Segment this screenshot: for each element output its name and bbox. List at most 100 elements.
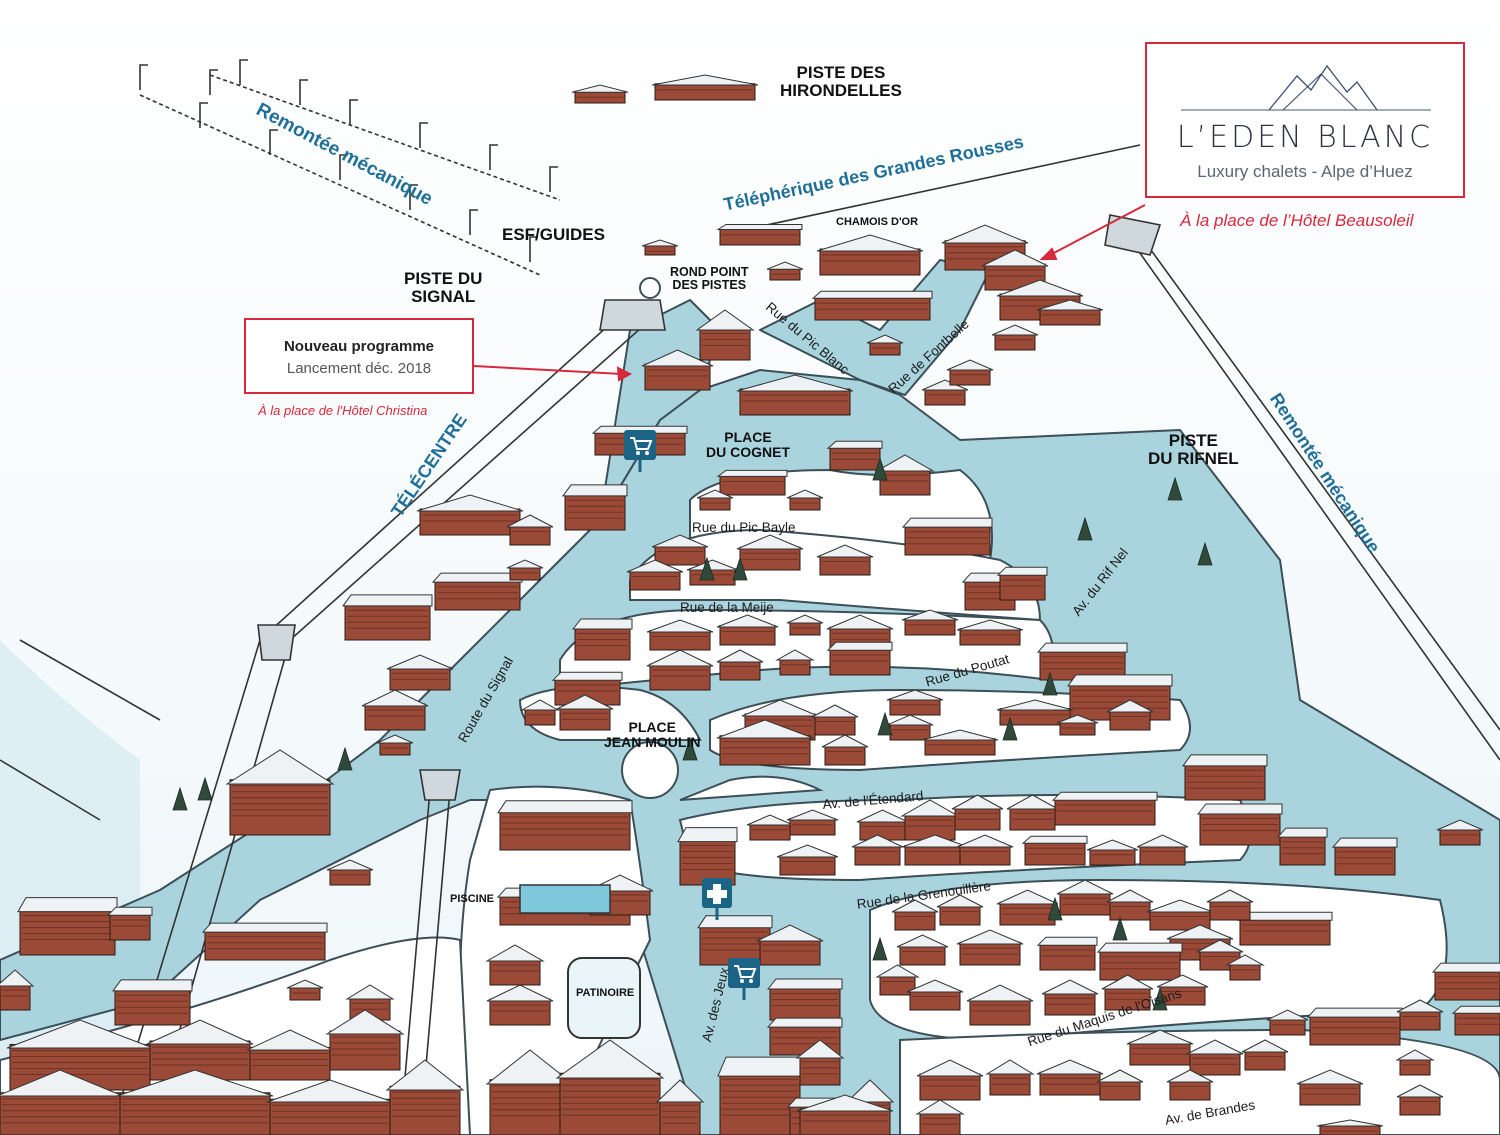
chamois-dor-label: CHAMOIS D'OR bbox=[836, 216, 919, 228]
building-wall bbox=[789, 818, 836, 836]
building bbox=[626, 559, 684, 591]
nouveau-programme-box: Nouveau programme Lancement déc. 2018 bbox=[244, 318, 474, 394]
building-roof bbox=[17, 897, 118, 913]
building bbox=[1136, 834, 1189, 866]
building bbox=[811, 704, 859, 736]
building-wall bbox=[1099, 1080, 1141, 1101]
tree bbox=[1077, 516, 1093, 541]
building bbox=[717, 1056, 803, 1135]
brand-name: L’EDEN BLANC bbox=[1176, 120, 1434, 155]
building bbox=[886, 689, 944, 716]
building-wall bbox=[559, 1072, 661, 1135]
building bbox=[1036, 936, 1098, 971]
building-wall bbox=[719, 1072, 801, 1135]
building-roof bbox=[1041, 979, 1099, 995]
building bbox=[996, 889, 1059, 926]
building bbox=[1096, 942, 1183, 981]
building-roof bbox=[345, 984, 395, 1000]
building-wall bbox=[329, 868, 371, 886]
building bbox=[786, 489, 824, 511]
building-wall bbox=[1054, 798, 1156, 826]
building-roof bbox=[651, 74, 759, 86]
building-wall bbox=[249, 1047, 331, 1081]
building-roof bbox=[1036, 299, 1104, 311]
building bbox=[655, 1079, 705, 1135]
building-wall bbox=[749, 823, 791, 841]
building-roof bbox=[655, 1079, 705, 1103]
building-roof bbox=[571, 618, 633, 630]
building bbox=[416, 494, 524, 536]
building bbox=[0, 969, 35, 1011]
building-roof bbox=[996, 889, 1059, 905]
building bbox=[112, 979, 193, 1026]
building-wall bbox=[1199, 812, 1281, 846]
building bbox=[985, 1059, 1035, 1096]
building-wall bbox=[954, 806, 1001, 831]
building-wall bbox=[1109, 710, 1151, 731]
building-roof bbox=[1241, 1039, 1289, 1053]
building-roof bbox=[431, 572, 523, 583]
building-roof bbox=[485, 1049, 575, 1085]
building-roof bbox=[996, 566, 1048, 576]
building-roof bbox=[646, 649, 714, 667]
building bbox=[875, 964, 920, 996]
building bbox=[991, 324, 1039, 351]
building-roof bbox=[736, 534, 804, 550]
building-wall bbox=[959, 941, 1021, 966]
building-wall bbox=[989, 1071, 1031, 1096]
building bbox=[1056, 714, 1099, 736]
building-wall bbox=[1109, 900, 1151, 921]
building-roof bbox=[112, 979, 193, 992]
building-wall bbox=[1399, 1010, 1441, 1031]
building-roof bbox=[555, 1039, 665, 1079]
building-roof bbox=[1276, 827, 1328, 838]
building-roof bbox=[1206, 889, 1254, 903]
building bbox=[286, 979, 324, 1001]
lift-stations bbox=[257, 214, 1162, 801]
building bbox=[1146, 899, 1214, 931]
building bbox=[736, 374, 854, 416]
building-roof bbox=[741, 699, 819, 717]
building-roof bbox=[1395, 1049, 1435, 1061]
building-roof bbox=[786, 809, 839, 821]
building-wall bbox=[1189, 1051, 1241, 1076]
building-wall bbox=[434, 580, 521, 611]
building-roof bbox=[1086, 839, 1139, 851]
building-wall bbox=[109, 913, 151, 941]
building bbox=[342, 594, 433, 641]
building-roof bbox=[717, 1056, 803, 1077]
building bbox=[486, 984, 554, 1026]
building-roof bbox=[915, 1099, 965, 1115]
building-wall bbox=[819, 555, 871, 576]
building bbox=[1186, 1039, 1244, 1076]
building bbox=[1331, 837, 1398, 876]
building-roof bbox=[1331, 837, 1398, 848]
building-roof bbox=[646, 619, 714, 633]
building-wall bbox=[904, 618, 956, 636]
building-wall bbox=[649, 663, 711, 691]
building-roof bbox=[1236, 911, 1333, 921]
building-roof bbox=[485, 944, 545, 962]
building bbox=[485, 1049, 575, 1135]
building-wall bbox=[419, 508, 521, 536]
building bbox=[556, 694, 614, 731]
building bbox=[506, 559, 544, 581]
building-wall bbox=[959, 628, 1021, 646]
building-roof bbox=[845, 1079, 895, 1103]
building-wall bbox=[719, 475, 786, 496]
building bbox=[1096, 1069, 1144, 1101]
building-wall bbox=[489, 1079, 571, 1135]
building bbox=[431, 572, 523, 611]
building-wall bbox=[829, 446, 881, 471]
building-roof bbox=[326, 859, 374, 871]
building-roof bbox=[1101, 974, 1154, 990]
building-wall bbox=[739, 546, 801, 571]
shopping-cart-icon bbox=[622, 428, 658, 479]
building-roof bbox=[1021, 835, 1088, 844]
building bbox=[1396, 1084, 1444, 1116]
building bbox=[766, 261, 804, 281]
building bbox=[921, 379, 969, 406]
building bbox=[506, 514, 554, 546]
